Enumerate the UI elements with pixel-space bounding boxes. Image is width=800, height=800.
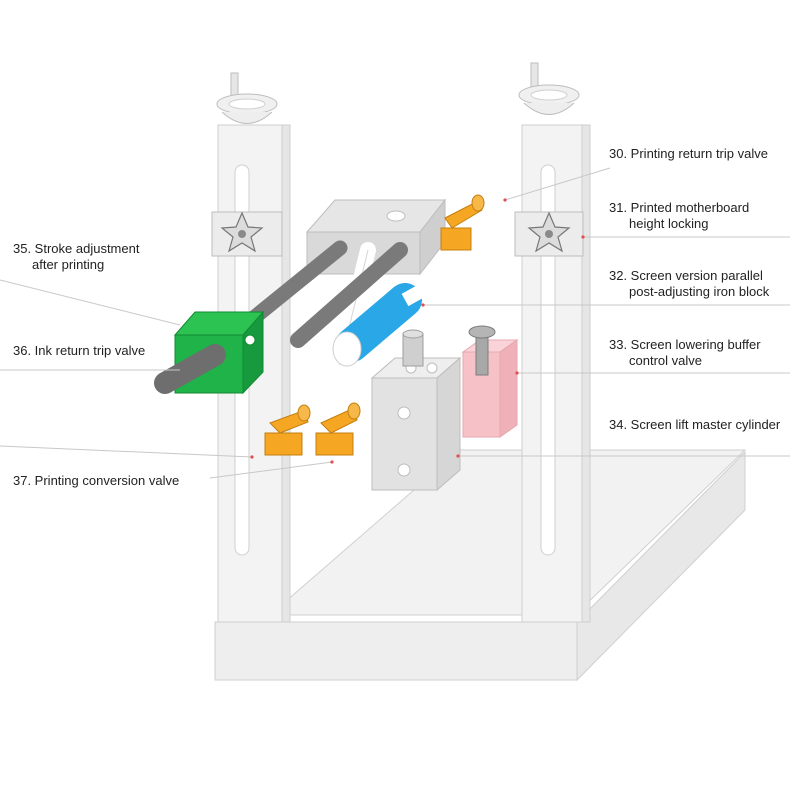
- screen-lowering-buffer-cylinder: [461, 325, 519, 438]
- label-31: 31. Printed motherboard height locking: [609, 200, 750, 231]
- leader-markers: [250, 198, 585, 464]
- right-height-lock: [514, 211, 584, 257]
- printing-conversion-valve-left: [264, 404, 311, 456]
- ink-return-valve-block: [154, 310, 265, 395]
- printing-return-trip-valve: [440, 194, 485, 251]
- right-handwheel: [518, 62, 580, 115]
- label-30: 30. Printing return trip valve: [609, 146, 768, 161]
- label-33: 33. Screen lowering buffer control valve: [609, 337, 761, 368]
- label-32: 32. Screen version parallel post-adjusti…: [609, 268, 770, 299]
- left-height-lock: [211, 211, 283, 257]
- base-platform: [214, 449, 747, 682]
- label-34: 34. Screen lift master cylinder: [609, 417, 781, 432]
- printing-conversion-valve-right: [315, 402, 361, 456]
- blue-roller: [332, 278, 436, 367]
- label-36: 36. Ink return trip valve: [13, 343, 146, 358]
- left-handwheel: [216, 72, 278, 124]
- label-37: 37. Printing conversion valve: [13, 473, 180, 488]
- leader-lines: [0, 167, 790, 479]
- lift-master-cylinder-block: [370, 329, 462, 492]
- label-35: 35. Stroke adjustment after printing: [13, 241, 140, 272]
